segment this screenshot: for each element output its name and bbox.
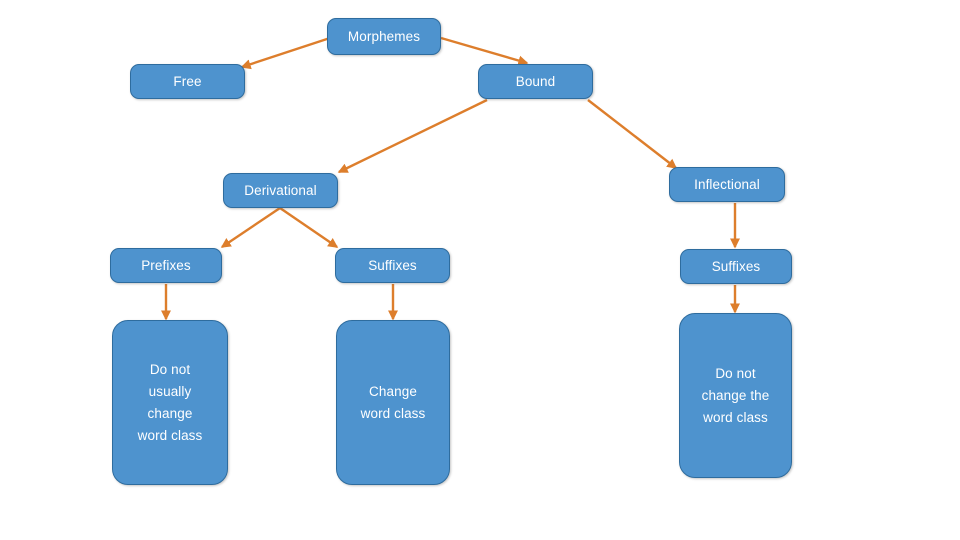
node-free[interactable]: Free <box>130 64 245 99</box>
node-prefixes[interactable]: Prefixes <box>110 248 222 283</box>
node-label: Change word class <box>360 383 426 421</box>
arrow-morphemes-to-free <box>240 36 331 70</box>
arrow-bound-to-derivational <box>337 98 488 174</box>
node-label: Morphemes <box>347 28 421 44</box>
arrow-bound-to-inflectional <box>587 99 678 169</box>
node-label: Suffixes <box>711 258 761 274</box>
node-derivational[interactable]: Derivational <box>223 173 338 208</box>
arrow-derivational-to-suffixes <box>279 207 339 248</box>
node-bound[interactable]: Bound <box>478 64 593 99</box>
node-suffixes-der[interactable]: Suffixes <box>335 248 450 283</box>
node-prefix-note[interactable]: Do not usually change word class <box>112 320 228 485</box>
node-label: Free <box>173 73 202 89</box>
node-suffix-der-note[interactable]: Change word class <box>336 320 450 485</box>
node-label: Do not usually change word class <box>137 361 203 443</box>
node-suffix-inf-note[interactable]: Do not change the word class <box>679 313 792 478</box>
node-label: Do not change the word class <box>701 365 770 425</box>
node-morphemes[interactable]: Morphemes <box>327 18 441 55</box>
node-label: Bound <box>515 73 556 89</box>
arrow-derivational-to-prefixes <box>220 207 281 248</box>
node-label: Prefixes <box>141 257 191 273</box>
node-inflectional[interactable]: Inflectional <box>669 167 785 202</box>
arrow-morphemes-to-bound <box>440 36 529 66</box>
node-label: Suffixes <box>368 257 417 273</box>
node-suffixes-inf[interactable]: Suffixes <box>680 249 792 284</box>
node-label: Inflectional <box>694 176 760 192</box>
node-label: Derivational <box>244 182 317 198</box>
